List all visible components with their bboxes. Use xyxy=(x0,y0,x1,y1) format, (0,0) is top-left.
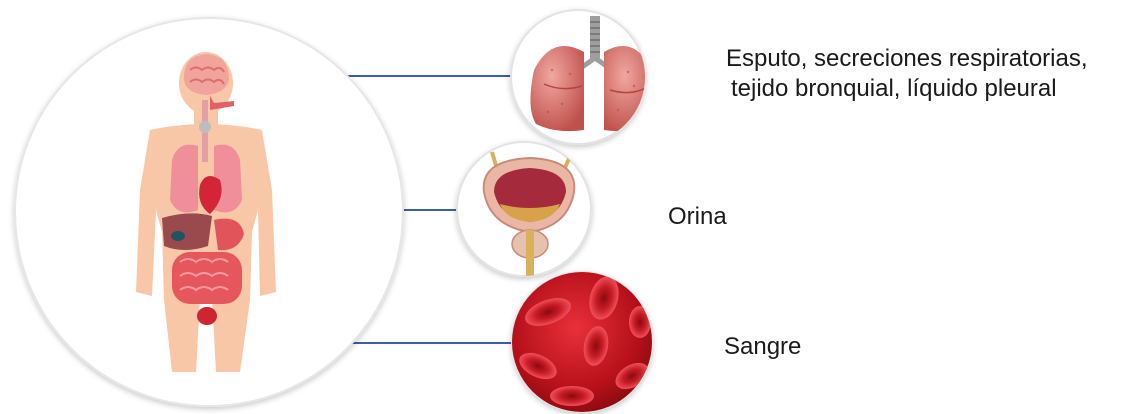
human-body-circle xyxy=(15,18,403,406)
blood-sample-label: Sangre xyxy=(724,332,801,362)
lungs-circle xyxy=(511,10,656,144)
red-blood-cells-illustration xyxy=(508,268,658,414)
lungs-sample-label-line1: Esputo, secreciones respiratorias, xyxy=(726,44,1088,74)
bladder-circle xyxy=(457,142,591,276)
bladder-sample-label: Orina xyxy=(668,202,727,232)
lungs-sample-label: Esputo, secreciones respiratorias, tejid… xyxy=(726,44,1088,104)
blood-circle xyxy=(508,268,658,414)
lungs-sample-label-line2: tejido bronquial, líquido pleural xyxy=(731,74,1088,104)
